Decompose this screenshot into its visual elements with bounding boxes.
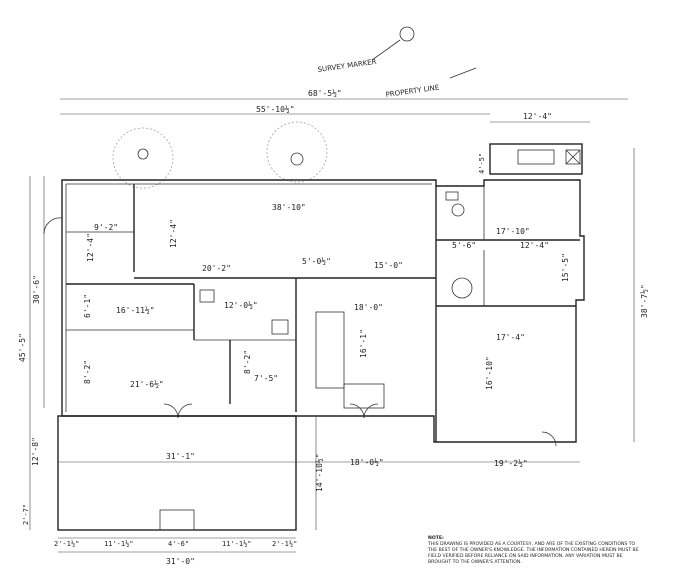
tree-right-canopy (266, 121, 328, 183)
dim-5-0: 5'-0½" (302, 256, 331, 266)
survey-marker-label: SURVEY MARKER (317, 58, 377, 74)
dim-38-10: 38'-10" (272, 203, 306, 212)
dim-19-2: 19'-2½" (494, 458, 528, 468)
dim-bottom-4-6: 4'-6" (168, 540, 189, 548)
dim-8-2a: 8'-2" (83, 360, 92, 384)
door-swing-6 (43, 217, 63, 235)
note-text: THIS DRAWING IS PROVIDED AS A COURTESY, … (428, 542, 639, 565)
dim-18-0b: 18'-0½" (350, 457, 384, 467)
range-x2 (565, 149, 581, 165)
dim-18-0: 18'-0" (354, 303, 383, 312)
dim-overall-top: 68'-5½" (308, 88, 342, 98)
closet (343, 383, 385, 409)
house-outline (61, 179, 585, 443)
dim-left-12-8: 12'-8" (31, 437, 40, 466)
door-swing-5 (541, 431, 557, 447)
tree-left-trunk (137, 148, 149, 160)
dim-14-10: 14'-10½" (314, 453, 324, 492)
tree-left-canopy (112, 127, 174, 189)
door-swing-4 (363, 403, 379, 419)
tree-right-trunk (290, 152, 304, 166)
dim-15-0: 15'-0" (374, 261, 403, 270)
dim-bottom-11-1a: 11'-1½" (104, 540, 134, 548)
sink-2 (271, 319, 289, 335)
toilet-2 (199, 289, 215, 303)
survey-marker-symbol (399, 26, 415, 42)
dim-bottom-2-1a: 2'-1½" (54, 540, 79, 548)
dim-bottom-2-1b: 2'-1½" (272, 540, 297, 548)
dim-left-inner: 30'-6" (32, 275, 41, 304)
kitchen-range (565, 149, 581, 165)
dim-left-2-7: 2'-7" (22, 504, 30, 525)
dim-20-2: 20'-2" (202, 264, 231, 273)
dim-12-4b: 12'-4" (169, 219, 178, 248)
dim-bottom-11-1b: 11'-1½" (222, 540, 252, 548)
kitchen-counter-block (489, 143, 583, 175)
counter-island (315, 311, 345, 389)
dim-12-4c: 12'-4" (520, 241, 549, 250)
dim-5-6: 5'-6" (452, 241, 476, 250)
patio-step (159, 509, 195, 531)
dim-4-5: 4'-5" (478, 153, 486, 174)
dim-7-5: 7'-5" (254, 374, 278, 383)
dim-9-2: 9'-2" (94, 223, 118, 232)
dim-21-6: 21'-6½" (130, 379, 164, 389)
dim-left-outer: 45'-5" (18, 333, 27, 362)
toilet-1 (451, 203, 465, 217)
property-line-label: PROPERTY LINE (385, 84, 440, 99)
patio-outline (57, 415, 297, 531)
dim-15-5: 15'-5" (561, 253, 570, 282)
dim-12-0: 12'-0½" (224, 300, 258, 310)
kitchen-sink (517, 149, 555, 165)
dim-6-1: 6'-1" (83, 294, 92, 318)
dim-17-10: 17'-10" (496, 227, 530, 236)
dim-31-1: 31'-1" (166, 452, 195, 461)
dim-12-4a: 12'-4" (86, 233, 95, 262)
dim-right-outer: 38'-7½" (639, 284, 649, 318)
property-line-arrow (449, 67, 477, 79)
sink-1 (445, 191, 459, 201)
dim-bottom-total: 31'-0" (166, 557, 195, 566)
dim-8-2b: 8'-2" (243, 350, 252, 374)
dim-16-1: 16'-1" (359, 329, 368, 358)
dim-16-11: 16'-11½" (116, 305, 155, 315)
dim-top-house: 55'-10½" (256, 104, 295, 114)
note-title: NOTE: (428, 536, 444, 541)
disclaimer-note: NOTE: THIS DRAWING IS PROVIDED AS A COUR… (428, 536, 640, 566)
house-inner-wall (65, 183, 432, 412)
dim-16-10: 16'-10" (485, 356, 494, 390)
water-heater (451, 277, 473, 299)
dim-top-right: 12'-4" (523, 112, 552, 121)
survey-marker-leader (371, 39, 401, 61)
dim-17-4: 17'-4" (496, 333, 525, 342)
